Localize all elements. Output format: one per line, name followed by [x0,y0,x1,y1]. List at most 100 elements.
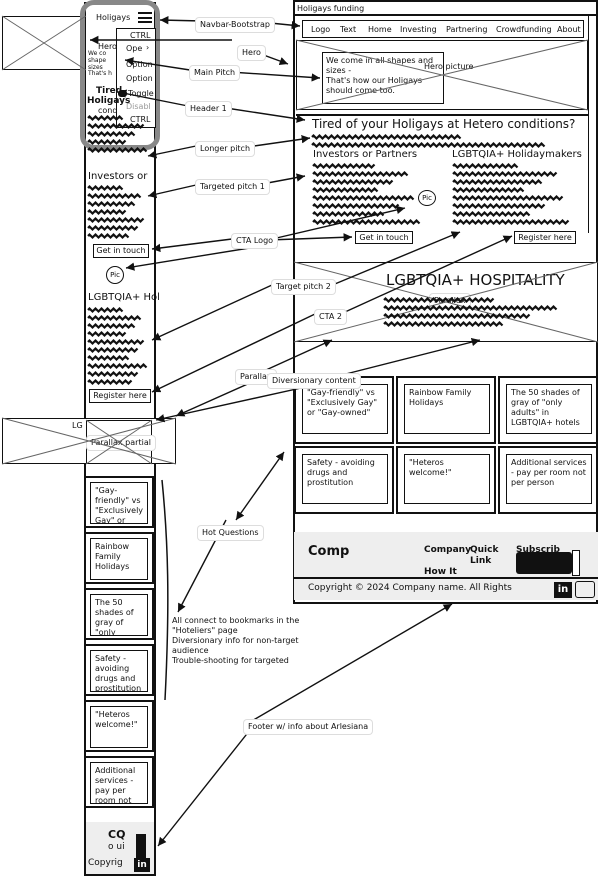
desktop-card-4[interactable]: Safety - avoiding drugs and prostitution [294,446,394,514]
footer-copyright: Copyright © 2024 Company name. All Right… [308,583,512,593]
nav-investing[interactable]: Investing [400,25,437,34]
mobile-side-image-cross-diag-b [1,15,87,71]
footer-social-box[interactable] [575,581,595,598]
mobile-investors-title: Investors or [88,171,148,182]
desktop-card-text: The 50 shades of gray of "only adults" i… [506,384,592,434]
mobile-header-tired: Tired [96,86,123,96]
arrow-targeted1-mobile [147,184,197,199]
mobile-investors-scribble-line [87,200,136,208]
desktop-card-1[interactable]: "Gay-friendly" vs "Exclusively Gay" or "… [294,376,394,444]
mobile-pitch-scribble-line [87,114,124,122]
mobile-parallax-cross-diag-b [1,417,177,465]
arrow-diversionary-mobile [155,385,311,423]
linkedin-icon[interactable]: in [134,858,150,872]
mobile-pitch-line-3: sizes [88,64,103,71]
annotation-note-3: Diversionary info for non-target [172,636,299,645]
desktop-col1-scribble-line [312,194,415,202]
mobile-get-in-touch-button[interactable]: Get in touch [93,244,149,258]
footer-subscribe[interactable]: Subscrib [516,545,560,555]
arrow-parallax-desktop [265,339,333,371]
mobile-pitch-scribble-line [87,122,145,130]
mobile-card-4[interactable]: Safety - avoiding drugs and prostitution [84,644,154,696]
desktop-longer-pitch-scribble-line [311,133,462,141]
menu-item-ctrl[interactable]: CTRL [130,31,151,40]
menu-item-toggle[interactable]: Toggle [128,89,154,98]
desktop-col1-scribble-line [312,178,394,186]
mobile-card-text: The 50 shades of gray of "only adults" i… [90,594,148,636]
mobile-investors-scribble-line [87,216,145,224]
footer-howit[interactable]: How It [424,567,457,577]
desktop-register-button[interactable]: Register here [514,231,576,244]
desktop-col1-scribble-line [312,202,400,210]
desktop-card-2[interactable]: Rainbow Family Holidays [396,376,496,444]
mobile-pitch-line-4: That's h [88,70,112,77]
desktop-col2-scribble-line [452,162,519,170]
desktop-col2-scribble-line [452,210,531,218]
desktop-card-3[interactable]: The 50 shades of gray of "only adults" i… [498,376,598,444]
desktop-title-divider [293,14,598,16]
menu-item-option-1[interactable]: Option [126,60,153,69]
annotation-note-4: audience [172,646,209,655]
mobile-lgbt-scribble-line [87,346,139,354]
mobile-pitch-line-2: shape [88,57,107,64]
menu-item-open[interactable]: Ope [126,44,143,53]
arrow-target2-mobile [151,284,273,341]
arrow-logo-desktop [267,205,406,241]
mobile-lgbt-scribble-line [87,378,133,386]
mobile-card-2[interactable]: Rainbow Family Holidays [84,532,154,584]
desktop-card-text: Additional services - pay per room not p… [506,454,592,504]
mobile-pitch-line-1: We co [88,50,107,57]
desktop-title: Holigays funding [297,4,365,13]
desktop-col2-scribble-line [452,178,543,186]
desktop-col2-scribble-line [452,194,564,202]
mobile-lgbt-scribble-line [87,362,148,370]
mobile-investors-scribble-line [87,232,130,240]
nav-crowdfunding[interactable]: Crowdfunding [496,25,552,34]
mobile-card-5[interactable]: "Heteros welcome!" [84,700,154,752]
footer-link[interactable]: Link [470,556,492,566]
linkedin-icon-text: in [557,584,569,595]
desktop-scrollbar[interactable] [588,15,598,233]
desktop-pic: Pic [418,190,436,206]
arrow-cta2-mobile [151,313,316,393]
mobile-pitch-scribble-line [87,138,127,146]
hamburger-icon[interactable] [138,12,152,23]
mobile-lgbt-scribble-line [87,370,139,378]
arrow-cta-mobile [151,238,233,253]
desktop-col2-scribble-line [452,186,525,194]
nav-about[interactable]: About [557,25,581,34]
footer-company[interactable]: Company [424,545,471,555]
annotation-longer-pitch: Longer pitch [196,142,255,156]
nav-text[interactable]: Text [340,25,357,34]
footer-quick[interactable]: Quick [470,545,499,555]
menu-item-option-2[interactable]: Option [126,74,153,83]
mobile-card-3[interactable]: The 50 shades of gray of "only adults" i… [84,588,154,640]
mobile-investors-scribble-line [87,184,124,192]
desktop-card-5[interactable]: "Heteros welcome!" [396,446,496,514]
desktop-get-in-touch-button[interactable]: Get in touch [355,231,413,244]
nav-home[interactable]: Home [368,25,392,34]
mobile-card-text: Additional services - pay per room not p… [90,762,148,804]
nav-partnering[interactable]: Partnering [446,25,488,34]
annotation-note-2: "Hoteliers" page [172,626,238,635]
desktop-card-text: "Gay-friendly" vs "Exclusively Gay" or "… [302,384,388,434]
desktop-card-6[interactable]: Additional services - pay per room not p… [498,446,598,514]
mobile-card-6[interactable]: Additional services - pay per room not p… [84,756,154,808]
desktop-parallax-title: LGBTQIA+ HOSPITALITY [386,271,565,289]
desktop-parallax-scribble-line [383,320,504,328]
mobile-lgbt-scribble-line [87,354,130,362]
mobile-lgbt-scribble-line [87,306,124,314]
mobile-card-1[interactable]: "Gay-friendly" vs "Exclusively Gay" or [84,476,154,528]
annotation-diversionary: Diversionary content [268,374,360,388]
mobile-register-button[interactable]: Register here [89,389,151,403]
footer-subscribe-field[interactable] [516,552,572,574]
footer-divider [294,577,598,579]
arrow-cta-desktop [267,233,353,242]
annotation-header1: Header 1 [186,102,231,116]
nav-logo[interactable]: Logo [311,25,331,34]
desktop-parallax-scribble-line [383,304,558,312]
linkedin-icon[interactable]: in [554,582,572,598]
desktop-main-pitch-text: We come in all shapes and sizes - That's… [326,56,434,95]
menu-item-ctrl-2[interactable]: CTRL [130,115,151,124]
